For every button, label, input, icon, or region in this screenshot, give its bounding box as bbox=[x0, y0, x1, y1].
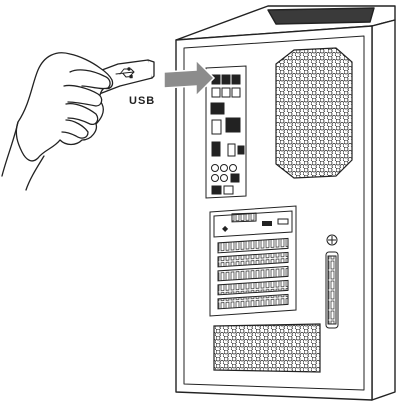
video-port[interactable] bbox=[228, 144, 235, 156]
hand-icon bbox=[16, 53, 112, 161]
hand-with-usb bbox=[2, 53, 154, 190]
io-block bbox=[211, 103, 224, 114]
ethernet-port[interactable] bbox=[226, 118, 240, 132]
io-port[interactable] bbox=[224, 186, 233, 194]
io-panel bbox=[206, 66, 246, 198]
svg-text:◆: ◆ bbox=[222, 224, 229, 233]
usb-label: USB bbox=[129, 95, 155, 107]
video-port[interactable] bbox=[238, 146, 244, 154]
rear-fan-grille bbox=[276, 48, 352, 178]
usb-port[interactable] bbox=[232, 75, 240, 84]
usb-port[interactable] bbox=[222, 88, 230, 97]
audio-jack[interactable] bbox=[212, 175, 219, 182]
io-port[interactable] bbox=[212, 186, 221, 194]
expansion-slots: ◆ bbox=[210, 206, 296, 316]
usb-port[interactable] bbox=[212, 120, 221, 134]
usb-port[interactable] bbox=[232, 88, 240, 97]
optical-port[interactable] bbox=[231, 174, 239, 182]
tower-top-vent bbox=[268, 8, 374, 24]
video-port[interactable] bbox=[212, 142, 220, 156]
audio-jack[interactable] bbox=[221, 165, 228, 172]
usb-port[interactable] bbox=[222, 75, 230, 84]
audio-jack[interactable] bbox=[230, 165, 237, 172]
audio-jack[interactable] bbox=[221, 175, 228, 182]
usb-port[interactable] bbox=[212, 88, 220, 97]
audio-jack[interactable] bbox=[212, 165, 219, 172]
tower-side-panel bbox=[372, 20, 395, 400]
psu-grille bbox=[214, 324, 320, 372]
